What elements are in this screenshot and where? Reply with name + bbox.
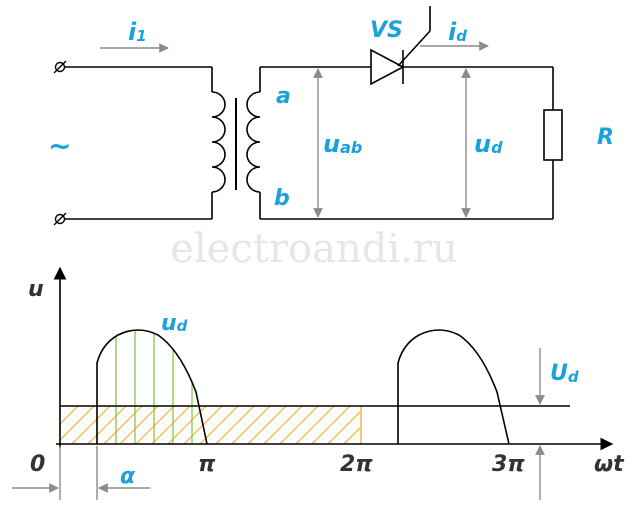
label-node-b: b (274, 186, 290, 211)
terminal-bottom-slash (53, 212, 67, 226)
waveform-pulse-1 (96, 329, 208, 445)
watermark: electroandi.ru (170, 226, 457, 272)
avg-label-ud: Ud (550, 361, 579, 386)
hatch-line-yellow (376, 406, 414, 444)
curve-label-ud: ud (161, 311, 188, 336)
hatch-line-yellow (87, 406, 127, 444)
hatch-line-yellow (60, 406, 79, 425)
label-id: id (448, 18, 467, 46)
hatch-line-yellow (60, 406, 95, 441)
hatch-line-yellow (119, 406, 159, 444)
thyristor-gate (397, 30, 431, 67)
circuit-arrows (100, 41, 489, 218)
hatch-line-yellow (231, 406, 271, 444)
hatch-line-yellow (279, 406, 319, 444)
label-ud-circuit: ud (474, 130, 503, 158)
circuit (60, 6, 563, 220)
hatch-line-yellow (263, 406, 303, 444)
primary-coil (211, 91, 226, 193)
label-vs: VS (370, 18, 403, 43)
label-node-a: a (276, 84, 291, 109)
hatch-line-yellow (215, 406, 255, 444)
terminals (53, 60, 67, 226)
label-i1: i1 (128, 18, 147, 46)
graph-arrows (12, 348, 545, 500)
hatch-line-yellow (135, 406, 175, 444)
hatch-line-yellow (71, 406, 111, 444)
hatch-line-yellow (311, 406, 351, 444)
tick-2pi: 2π (340, 452, 373, 477)
resistor-symbol (543, 109, 563, 161)
hatch-line-yellow (151, 406, 191, 444)
tick-pi: π (198, 452, 216, 477)
source-symbol: ~ (48, 129, 71, 162)
hatch-line-yellow (359, 442, 361, 444)
hatch-average (60, 406, 446, 444)
hatch-line-yellow (247, 406, 287, 444)
alpha-label: α (120, 464, 136, 489)
y-axis-label: u (28, 277, 44, 302)
x-axis-label: ωt (594, 452, 625, 477)
terminal-top-slash (53, 60, 67, 74)
hatch-line-yellow (408, 406, 446, 444)
hatch-line-yellow (343, 426, 361, 444)
label-uab: uab (323, 130, 362, 158)
origin-label: 0 (30, 452, 45, 477)
label-r: R (597, 125, 614, 150)
waveform-pulse-2 (397, 329, 510, 445)
secondary-coil (246, 91, 261, 193)
hatch-line-yellow (327, 410, 361, 444)
thyristor-symbol (370, 48, 405, 86)
hatch-line-yellow (295, 406, 335, 444)
hatch-line-yellow (103, 406, 143, 444)
hatch-conduction (97, 330, 193, 444)
tick-3pi: 3π (492, 452, 525, 477)
graph-axes (53, 266, 614, 451)
